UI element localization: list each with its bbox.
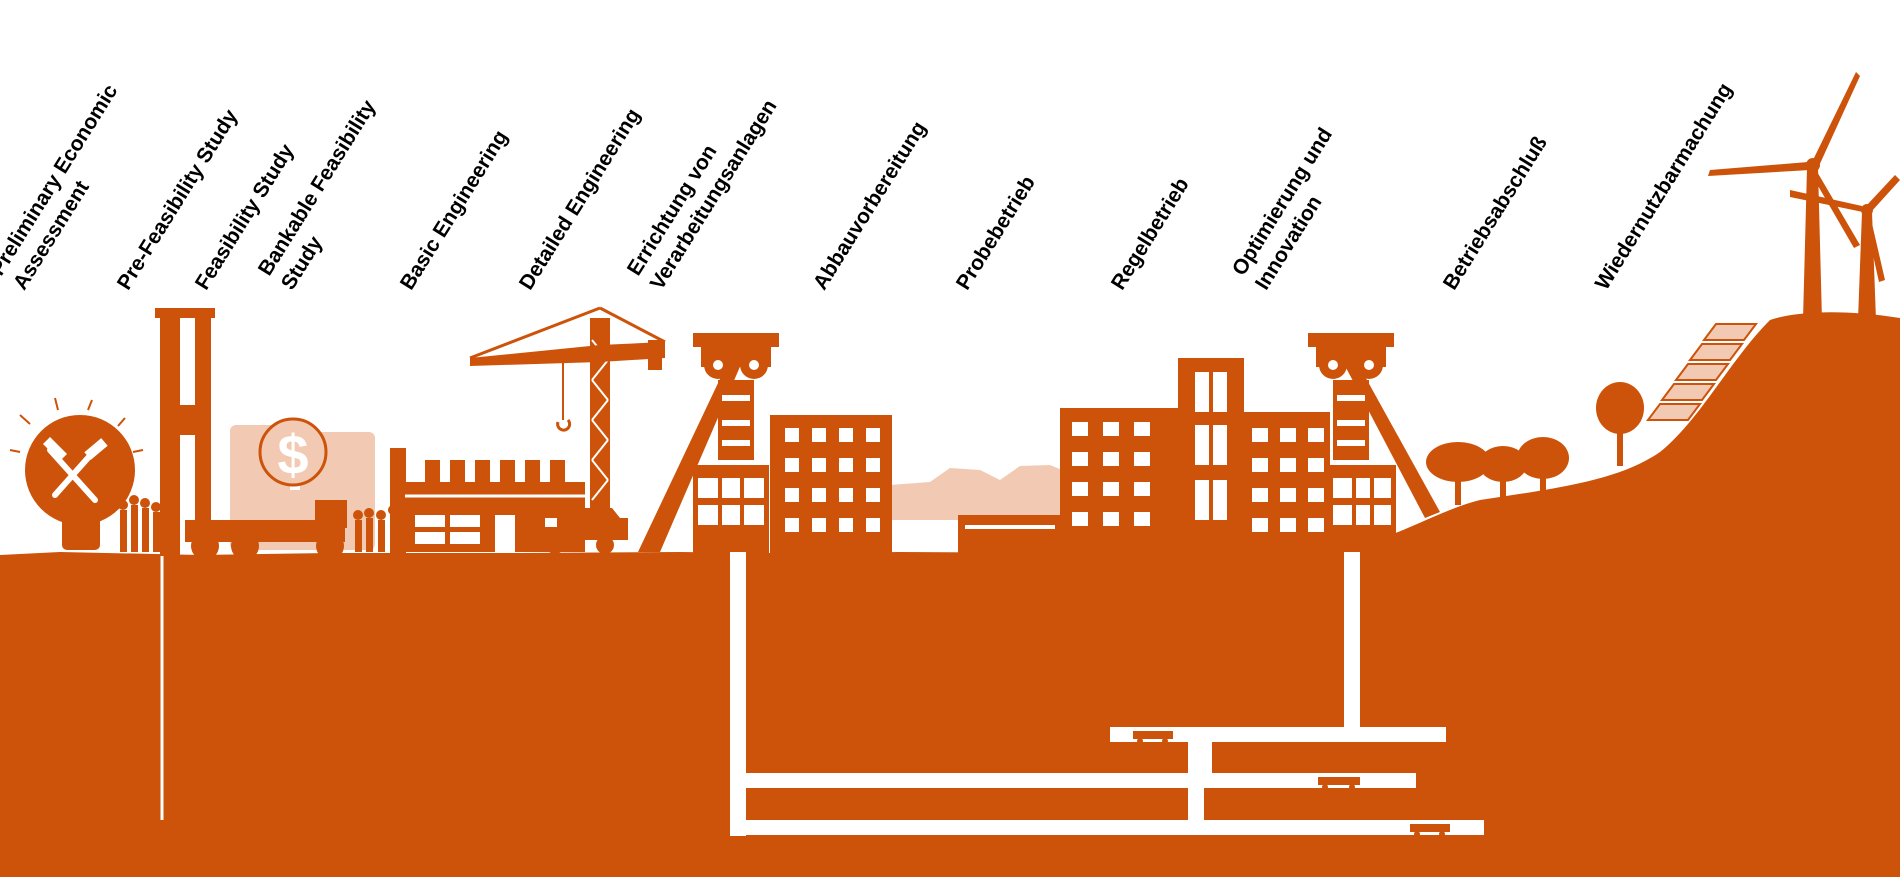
conveyor-building: [958, 515, 1062, 553]
mine-vehicles: [1133, 731, 1450, 837]
truck-icon: [540, 508, 628, 554]
wind-turbine-icon: [1790, 175, 1900, 320]
dollar-coin-icon: [258, 417, 328, 487]
office-building-middle: [1060, 408, 1180, 553]
tower-crane-icon: [469, 306, 666, 516]
tree-group: [1426, 382, 1644, 505]
office-building-right: [1242, 412, 1330, 553]
drill-rig-icon: [155, 308, 347, 820]
lightbulb-icon: [9, 397, 144, 550]
tall-tower-building: [1178, 358, 1244, 553]
dollar-sign-icon: $: [277, 423, 308, 486]
solar-panels-icon: [1646, 323, 1758, 421]
hangar-buildings: [890, 465, 1062, 520]
mine-tunnels: [730, 552, 1484, 836]
office-building-left: [770, 415, 892, 553]
headframe-right: [1308, 333, 1440, 553]
wind-turbine-icon: [1708, 72, 1860, 320]
headframe-left: [638, 333, 779, 553]
